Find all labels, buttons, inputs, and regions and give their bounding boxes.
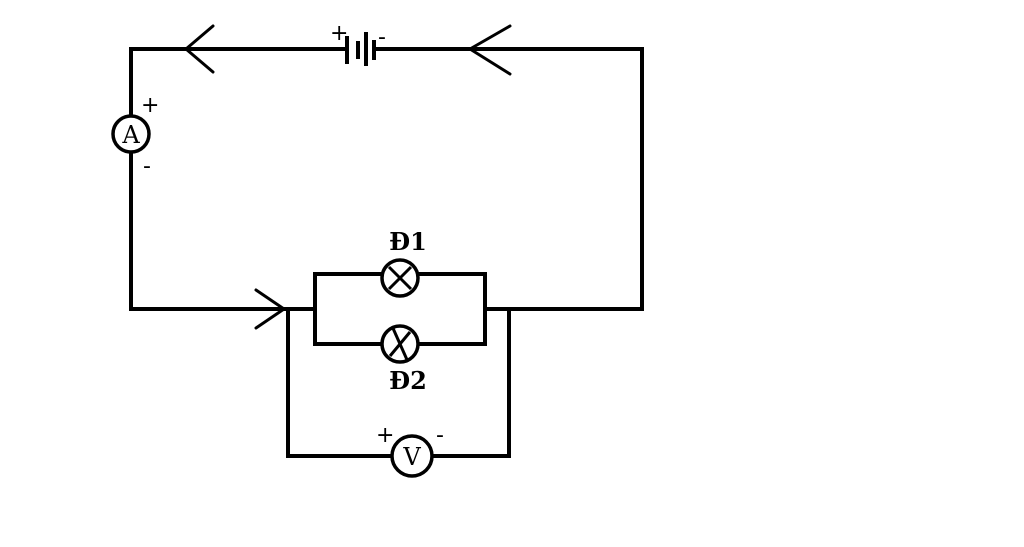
current-arrow-top-right <box>468 24 512 76</box>
lamp-2 <box>380 324 420 364</box>
lamp-1 <box>380 258 420 298</box>
lamp-1-label: Đ1 <box>389 227 427 256</box>
ammeter-symbol: A <box>121 121 140 149</box>
voltmeter-minus-sign: - <box>436 423 444 448</box>
voltmeter: V <box>390 434 434 478</box>
current-arrow-top-left <box>184 24 215 74</box>
battery-plus-sign: + <box>330 21 348 46</box>
voltmeter-plus-sign: + <box>376 423 394 448</box>
lamp-1-cross-b <box>387 265 413 291</box>
battery-icon <box>345 32 376 66</box>
lamp-2-label: Đ2 <box>389 366 427 395</box>
battery-minus-sign: - <box>378 25 386 50</box>
voltmeter-circle <box>390 434 434 478</box>
ammeter: A <box>111 114 151 154</box>
ammeter-minus-sign: - <box>143 154 151 179</box>
voltmeter-symbol: V <box>402 443 421 471</box>
ammeter-circle <box>111 114 151 154</box>
ammeter-plus-sign: + <box>141 93 159 118</box>
lamp-2-cross-b <box>388 331 412 357</box>
